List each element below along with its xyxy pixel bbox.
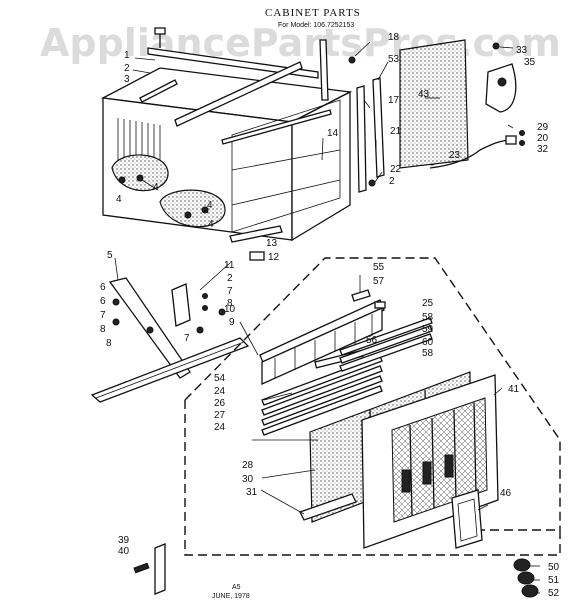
callout-41: 41 bbox=[508, 384, 520, 395]
callout-5: 5 bbox=[107, 250, 113, 261]
top-rails bbox=[139, 27, 332, 145]
bottom-bar bbox=[299, 493, 357, 521]
callout-26: 26 bbox=[214, 398, 226, 409]
cabinet-housing bbox=[100, 67, 353, 242]
callout-31: 31 bbox=[246, 487, 258, 498]
callout-55: 55 bbox=[373, 262, 385, 273]
mounting-clip bbox=[133, 543, 166, 595]
callout-24b: 24 bbox=[214, 422, 226, 433]
callout-60: 60 bbox=[422, 337, 434, 348]
callout-46: 46 bbox=[500, 488, 512, 499]
callout-25: 25 bbox=[422, 298, 434, 309]
callout-52: 52 bbox=[548, 588, 560, 599]
model-line: For Model: 106.7252153 bbox=[278, 22, 354, 29]
callout-29: 29 bbox=[537, 122, 549, 133]
callout-2: 2 bbox=[124, 63, 130, 74]
sill-rail bbox=[90, 337, 250, 403]
assembly-boundary-bottom bbox=[184, 400, 561, 556]
callout-4a: 4 bbox=[153, 182, 159, 193]
callout-21: 21 bbox=[390, 126, 402, 137]
louvre-clips bbox=[351, 289, 386, 309]
control-knobs bbox=[513, 558, 539, 598]
callout-51: 51 bbox=[548, 575, 560, 586]
support-bracket bbox=[108, 277, 226, 379]
callout-8b: 8 bbox=[106, 338, 112, 349]
vertical-louvre-bars bbox=[339, 317, 433, 372]
callout-59: 59 bbox=[422, 324, 434, 335]
callout-13: 13 bbox=[266, 238, 278, 249]
callout-9: 9 bbox=[229, 317, 235, 328]
callout-20: 20 bbox=[537, 133, 549, 144]
knob-plate bbox=[485, 42, 517, 113]
access-door bbox=[451, 489, 483, 549]
callout-30: 30 bbox=[242, 474, 254, 485]
callout-11: 11 bbox=[224, 260, 235, 271]
control-panel bbox=[399, 39, 469, 169]
callout-10: 10 bbox=[224, 304, 236, 315]
screws bbox=[118, 56, 436, 219]
callout-14: 14 bbox=[327, 128, 339, 139]
assembly-boundary-top bbox=[184, 257, 561, 530]
callout-7c: 7 bbox=[184, 333, 190, 344]
callout-58b: 58 bbox=[422, 348, 434, 359]
callout-8c: 8 bbox=[227, 298, 233, 309]
power-cord bbox=[429, 130, 525, 169]
callout-4d: 4 bbox=[208, 219, 214, 230]
callout-1: 1 bbox=[124, 50, 130, 61]
base-brackets bbox=[229, 225, 283, 261]
callout-35: 35 bbox=[524, 57, 536, 68]
diagram-title: CABINET PARTS bbox=[265, 7, 361, 19]
callout-40: 40 bbox=[118, 546, 130, 557]
callout-28: 28 bbox=[242, 460, 254, 471]
callout-22: 22 bbox=[390, 164, 402, 175]
callout-33: 33 bbox=[516, 45, 528, 56]
callout-58: 58 bbox=[422, 312, 434, 323]
callout-7b: 7 bbox=[227, 286, 233, 297]
callout-6a: 6 bbox=[100, 282, 106, 293]
louvre-assembly bbox=[259, 299, 385, 386]
callout-50: 50 bbox=[548, 562, 560, 573]
callout-39: 39 bbox=[118, 535, 130, 546]
callout-17: 17 bbox=[388, 95, 400, 106]
callout-6b: 6 bbox=[100, 296, 106, 307]
callout-2c: 2 bbox=[389, 176, 395, 187]
callout-4b: 4 bbox=[116, 194, 122, 205]
callout-57: 57 bbox=[373, 276, 385, 287]
callout-2b: 2 bbox=[227, 273, 233, 284]
callout-27: 27 bbox=[214, 410, 226, 421]
callout-4c: 4 bbox=[207, 200, 213, 211]
leader-lines bbox=[114, 41, 540, 594]
callout-54: 54 bbox=[214, 373, 226, 384]
watermark-text: AppliancePartsPros.com bbox=[40, 21, 561, 65]
callout-3: 3 bbox=[124, 74, 130, 85]
callout-32: 32 bbox=[537, 144, 549, 155]
footer-date: JUNE, 1978 bbox=[212, 593, 250, 600]
callout-43: 43 bbox=[418, 89, 430, 100]
side-channels bbox=[319, 39, 385, 193]
horizontal-louvres bbox=[261, 355, 383, 436]
callout-labels: 1 2 3 4 4 4 4 5 6 6 7 8 8 11 2 7 7 8 10 … bbox=[100, 32, 560, 599]
callout-24a: 24 bbox=[214, 386, 226, 397]
callout-8a: 8 bbox=[100, 324, 106, 335]
callout-18: 18 bbox=[388, 32, 400, 43]
callout-23: 23 bbox=[449, 150, 461, 161]
footer-code: A5 bbox=[232, 584, 241, 591]
callout-7: 7 bbox=[100, 310, 106, 321]
callout-12: 12 bbox=[268, 252, 280, 263]
callout-53: 53 bbox=[388, 54, 400, 65]
callout-56: 56 bbox=[366, 335, 378, 346]
